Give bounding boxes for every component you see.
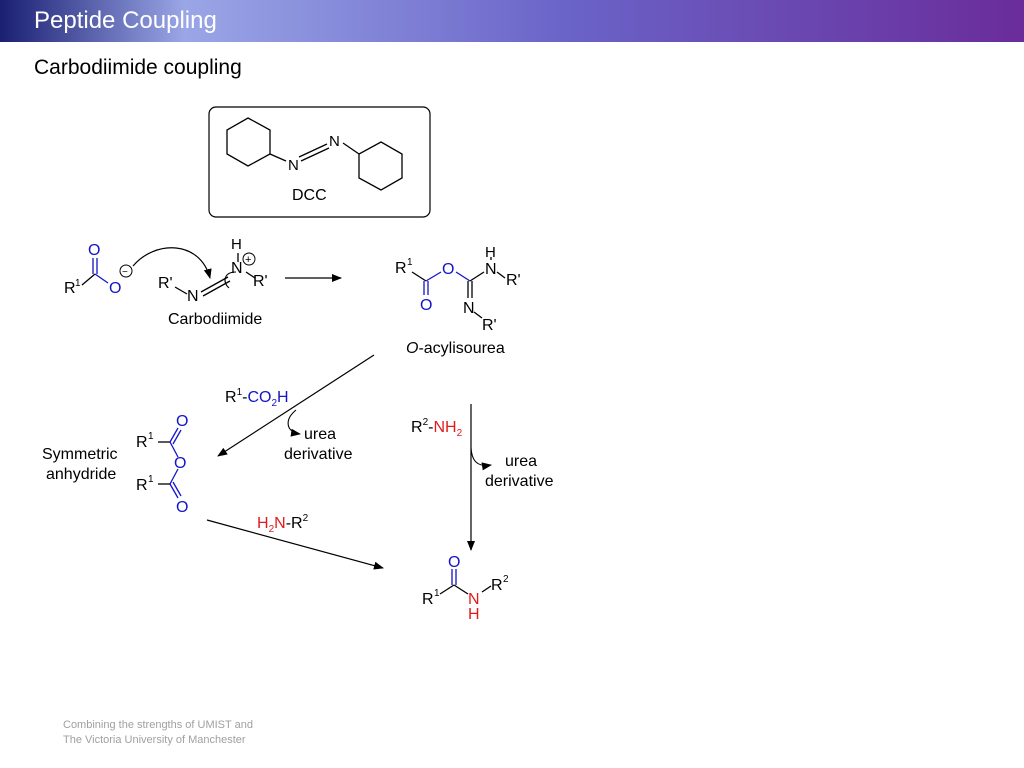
- amide-n: N: [468, 591, 480, 608]
- acylisourea-h: H: [485, 244, 496, 261]
- dcc-label: DCC: [292, 187, 327, 204]
- carboxylate-r: R: [64, 280, 76, 297]
- positive-charge-sign: +: [245, 254, 251, 266]
- urea-label-2-line2: derivative: [485, 473, 554, 490]
- acylisourea-r-top: R': [506, 272, 521, 289]
- dcc-structure: [226, 117, 403, 191]
- arrow-anhydride-to-amide: [206, 519, 384, 570]
- urea-side-arrow-1: [287, 409, 301, 437]
- acylisourea-r-sup: 1: [407, 257, 413, 268]
- cyclohexyl-ring-right: [358, 141, 403, 191]
- anhydride-r-top-sup: 1: [148, 431, 154, 442]
- negative-charge-sign: −: [122, 267, 128, 278]
- carboxylate-o-top: O: [88, 242, 100, 259]
- anhydride-bonds: [158, 427, 182, 499]
- amide-r1-sup: 1: [434, 588, 440, 599]
- amide-r1: R: [422, 591, 434, 608]
- dcc-n-left: N: [288, 157, 299, 174]
- amide-r2: R: [491, 577, 503, 594]
- footer-line-1: Combining the strengths of UMIST and: [63, 719, 253, 731]
- carboxylate-bonds: [81, 258, 109, 286]
- urea-label-2-line1: urea: [505, 453, 537, 470]
- anhydride-o-bottom: O: [176, 499, 188, 516]
- anhydride-o-bridge: O: [174, 455, 186, 472]
- positive-charge-circle: [242, 252, 256, 266]
- negative-charge-circle: [119, 264, 133, 278]
- reagent-amine-2: H2N-R2: [257, 513, 309, 535]
- acylisourea-bonds: [411, 257, 506, 319]
- carbodiimide-n-left: N: [187, 288, 199, 305]
- slide-title: Peptide Coupling: [34, 7, 217, 34]
- slide-subtitle: Carbodiimide coupling: [34, 56, 242, 79]
- footer: Combining the strengths of UMIST and The…: [63, 718, 253, 748]
- amide-r2-sup: 2: [503, 574, 509, 585]
- reagent-amine: R2-NH2: [411, 417, 463, 439]
- curved-arrow-attack: [132, 247, 212, 279]
- amide-bonds: [439, 569, 492, 595]
- cyclohexyl-ring-left: [226, 117, 271, 167]
- arrow-to-anhydride: [217, 354, 375, 457]
- carboxylate-o-minus: O: [109, 280, 121, 297]
- acylisourea-n-top: N: [485, 261, 497, 278]
- curved-arrow-electron: [224, 271, 237, 289]
- acylisourea-o-ether: O: [442, 261, 454, 278]
- urea-label-1-line1: urea: [304, 426, 336, 443]
- carboxylate-r-sup: 1: [75, 278, 81, 289]
- anhydride-r-bottom-sup: 1: [148, 474, 154, 485]
- anhydride-label-line1: Symmetric: [42, 446, 118, 463]
- amide-h: H: [468, 606, 480, 623]
- acylisourea-o-carbonyl: O: [420, 297, 432, 314]
- urea-label-1-line2: derivative: [284, 446, 353, 463]
- anhydride-o-top: O: [176, 413, 188, 430]
- anhydride-r-bottom: R: [136, 477, 148, 494]
- carbodiimide-r-left: R': [158, 275, 173, 292]
- carbodiimide-n-right: N: [231, 260, 243, 277]
- dcc-n-right: N: [329, 133, 340, 150]
- dcc-box: [208, 106, 431, 218]
- carbodiimide-r-right: R': [253, 273, 268, 290]
- amide-o: O: [448, 554, 460, 571]
- acylisourea-n-bottom: N: [463, 300, 475, 317]
- carbodiimide-bonds: [174, 253, 256, 297]
- acylisourea-r-bottom: R': [482, 317, 497, 334]
- reagent-acid: R1-CO2H: [225, 387, 289, 409]
- carbodiimide-label: Carbodiimide: [168, 311, 262, 328]
- acylisourea-r: R: [395, 260, 407, 277]
- acylisourea-label: O-acylisourea: [406, 340, 505, 357]
- carbodiimide-h: H: [231, 236, 242, 253]
- urea-side-arrow-2: [470, 447, 492, 471]
- footer-line-2: The Victoria University of Manchester: [63, 734, 246, 746]
- title-bar: Peptide Coupling: [0, 0, 1024, 42]
- anhydride-r-top: R: [136, 434, 148, 451]
- anhydride-label-line2: anhydride: [46, 466, 116, 483]
